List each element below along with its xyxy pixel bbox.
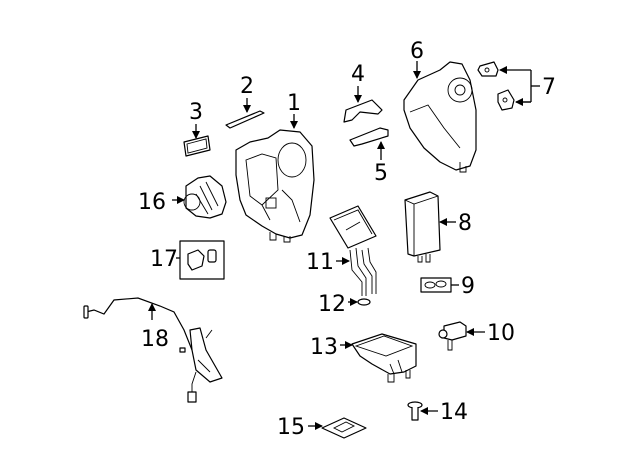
part-7-mounting-clips[interactable] bbox=[477, 61, 515, 111]
part-13-drain-housing[interactable] bbox=[351, 333, 417, 383]
callout-1[interactable]: 1 bbox=[287, 91, 301, 116]
callout-18[interactable]: 18 bbox=[141, 327, 169, 352]
part-2-seal-strip[interactable] bbox=[225, 110, 265, 129]
part-10-actuator[interactable] bbox=[438, 321, 467, 351]
callout-2[interactable]: 2 bbox=[240, 74, 254, 99]
callout-9[interactable]: 9 bbox=[461, 274, 475, 299]
callout-15[interactable]: 15 bbox=[277, 415, 305, 440]
callout-3[interactable]: 3 bbox=[189, 100, 203, 125]
callout-5[interactable]: 5 bbox=[374, 161, 388, 186]
part-15-resistor[interactable] bbox=[321, 417, 367, 439]
part-6-rear-blower-case[interactable] bbox=[403, 61, 477, 173]
part-12-o-ring[interactable] bbox=[357, 298, 371, 306]
callout-17[interactable]: 17 bbox=[150, 247, 178, 272]
callout-14[interactable]: 14 bbox=[440, 400, 468, 425]
callout-16[interactable]: 16 bbox=[138, 190, 166, 215]
callout-4[interactable]: 4 bbox=[351, 62, 365, 87]
part-1-hvac-case[interactable] bbox=[235, 129, 315, 243]
part-17-sensor-kit[interactable] bbox=[179, 240, 225, 280]
part-3-gasket[interactable] bbox=[183, 135, 211, 157]
callout-7[interactable]: 7 bbox=[542, 75, 556, 100]
part-14-screw[interactable] bbox=[407, 401, 423, 421]
callout-11[interactable]: 11 bbox=[306, 250, 334, 275]
part-18-wiring-harness[interactable] bbox=[83, 297, 223, 403]
callout-12[interactable]: 12 bbox=[318, 292, 346, 317]
part-9-o-ring-kit[interactable] bbox=[420, 277, 452, 293]
callout-8[interactable]: 8 bbox=[458, 211, 472, 236]
part-5-lower-bracket[interactable] bbox=[349, 127, 389, 147]
part-4-upper-bracket[interactable] bbox=[343, 99, 383, 123]
callout-6[interactable]: 6 bbox=[410, 39, 424, 64]
part-16-blower-motor[interactable] bbox=[183, 175, 227, 219]
leader-7b bbox=[516, 70, 532, 103]
part-11-heater-core[interactable] bbox=[329, 205, 377, 296]
callout-10[interactable]: 10 bbox=[487, 321, 515, 346]
part-8-evaporator[interactable] bbox=[404, 191, 441, 263]
callout-13[interactable]: 13 bbox=[310, 335, 338, 360]
